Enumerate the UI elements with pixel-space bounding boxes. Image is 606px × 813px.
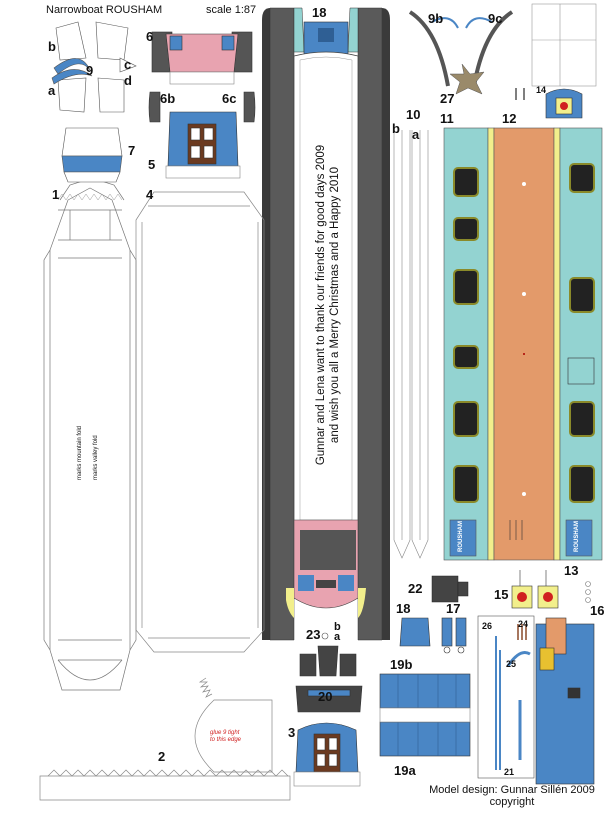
part-2 (39, 677, 291, 801)
part-label-5: 5 (148, 157, 156, 172)
part-label-12: 12 (502, 111, 517, 126)
greeting-line-2: and wish you all a Merry Christmas and a… (329, 166, 341, 444)
part-27 (449, 63, 485, 95)
legend-mountain-fold: marks mountain fold (77, 425, 83, 480)
glue-note: glue 9 tight to this edge (210, 730, 241, 744)
letter-b-8: b (48, 39, 56, 54)
part-label-9c: 9c (488, 11, 503, 26)
part-label-6b: 6b (160, 91, 176, 106)
glue-note-line-2: to this edge (210, 737, 242, 743)
letter-a-8: a (48, 83, 56, 98)
parts-19 (379, 673, 471, 757)
credit-copyright: copyright (489, 796, 535, 808)
part-14 (515, 88, 583, 119)
part-20 (295, 645, 363, 713)
part-label-9b: 9b (428, 11, 444, 26)
letter-b-10: b (392, 121, 400, 136)
part-label-17: 17 (446, 601, 461, 616)
sheet-scale: scale 1:87 (206, 4, 257, 16)
letter-a-22: a (334, 631, 341, 643)
cabin-part-3 (293, 722, 361, 787)
part-label-18: 18 (396, 601, 411, 616)
greeting-text: Gunnar and Lena want to thank our friend… (314, 125, 342, 485)
strips-part-10 (393, 130, 429, 559)
side-panel-part-11 (443, 127, 495, 561)
part-7 (61, 127, 123, 183)
part-22 (321, 632, 329, 640)
credit-design: Model design: Gunnar Sillén 2009 (429, 784, 595, 796)
roof-part-12 (493, 127, 555, 561)
side-windows (453, 163, 595, 503)
part-label-4: 4 (146, 187, 154, 202)
hull-part-9 (262, 7, 390, 641)
part-label-19a: 19a (394, 763, 416, 778)
letter-c-8: c (124, 57, 132, 72)
part-label-10: 10 (406, 107, 421, 122)
parts-18-17 (399, 617, 467, 654)
boat-name-left: ROUSHAM (458, 521, 464, 552)
parts-23-26 (477, 615, 535, 779)
part-label-13: 13 (564, 563, 579, 578)
part-label-25: 21 (504, 767, 515, 777)
letter-d-8: d (124, 73, 132, 88)
legend-valley-fold: marks valley fold (93, 435, 99, 480)
letter-b-22: b (334, 621, 341, 633)
bottom-right-block (535, 617, 595, 785)
part-label-22: 23 (306, 627, 321, 642)
part-label-1: 1 (52, 187, 60, 202)
part-label-23: 25 (506, 659, 517, 669)
boat-name-right: ROUSHAM (574, 521, 580, 552)
part-label-2: 2 (158, 749, 166, 764)
part-label-14: 14 (536, 85, 547, 95)
part-16-rings (585, 581, 591, 603)
greeting-line-1: Gunnar and Lena want to thank our friend… (315, 144, 327, 466)
sheet-title: Narrowboat ROUSHAM (46, 4, 163, 16)
part-label-20: 20 (318, 689, 333, 704)
letter-a-10: a (412, 127, 420, 142)
part-label-8: 9 (86, 63, 94, 78)
outline-part-4 (135, 191, 265, 653)
hull-bottom-part-1 (43, 177, 137, 691)
credit: Model design: Gunnar Sillén 2009 copyrig… (420, 784, 604, 808)
part-label-24: 24 (518, 619, 529, 629)
part-21 (431, 575, 469, 603)
top-right-box (531, 3, 597, 87)
part-8-pieces (51, 21, 137, 113)
part-label-7: 7 (128, 143, 136, 158)
part-label-3: 3 (288, 725, 296, 740)
part-label-16: 16 (590, 603, 605, 618)
part-label-9: 18 (312, 5, 327, 20)
part-label-6c: 6c (222, 91, 237, 106)
part-label-27: 27 (440, 91, 455, 106)
part-label-15: 15 (494, 587, 509, 602)
cabin-part-6 (148, 31, 256, 123)
hull-bottom-zigzag (57, 193, 123, 201)
part-label-19b: 19b (390, 657, 413, 672)
curves-9b-9c-blue (431, 17, 493, 29)
glue-note-line-1: glue 9 tight (210, 730, 240, 736)
part-label-11: 11 (440, 111, 454, 126)
part-label-21: 22 (408, 581, 423, 596)
cabin-part-5 (165, 111, 241, 179)
part-15 (511, 570, 559, 609)
part-label-6: 6 (146, 29, 154, 44)
part-label-26: 26 (482, 621, 493, 631)
